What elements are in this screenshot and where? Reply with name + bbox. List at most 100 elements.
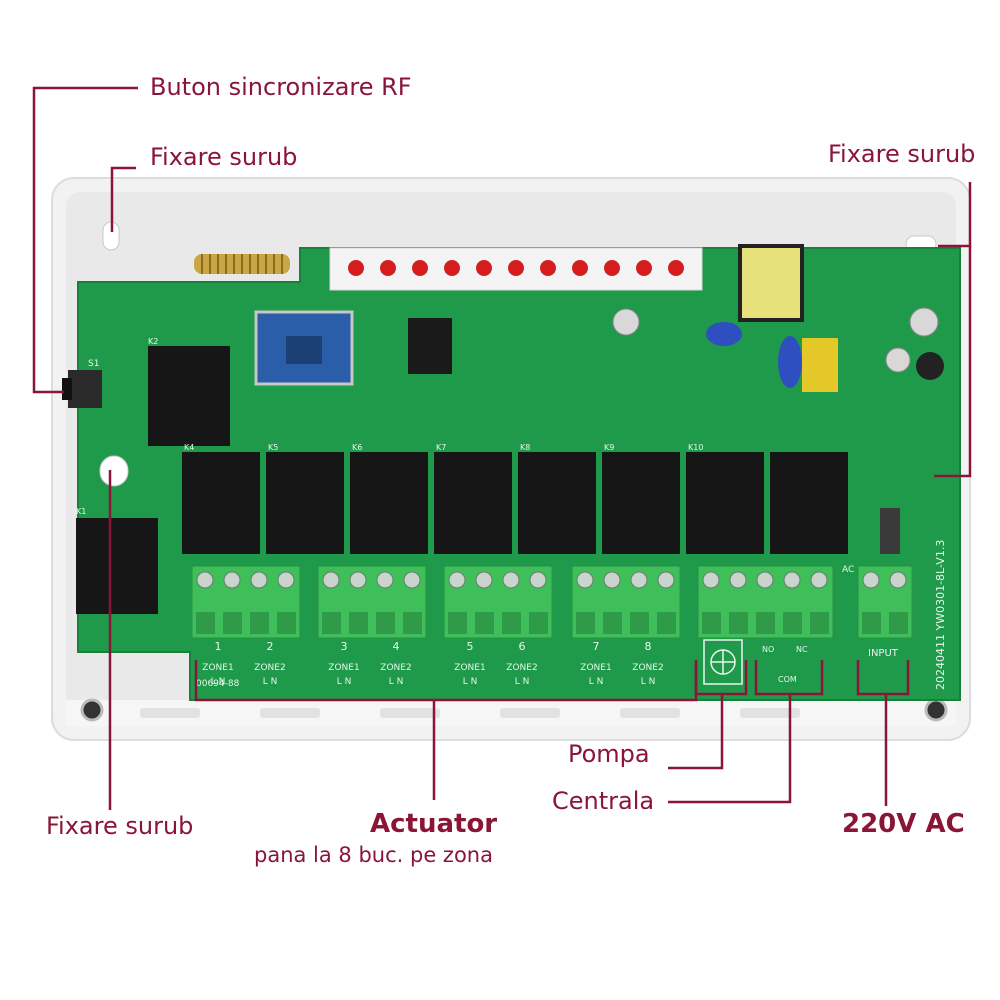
board-model-code: 20240411 YW0301-8L-V1.3: [934, 540, 947, 690]
terminal-socket: [277, 612, 296, 634]
callout-actuator-title: Actuator: [370, 809, 498, 839]
zone-name: ZONE2: [632, 663, 663, 673]
electrolytic-capacitor-3: [885, 347, 911, 373]
terminal-screw: [223, 571, 241, 589]
terminal-socket: [223, 612, 242, 634]
terminal-screw: [810, 571, 828, 589]
screw-hole-bottom-left: [80, 698, 104, 722]
relay-block: K8: [518, 443, 596, 554]
terminal-block: [317, 565, 427, 639]
terminal-socket: [475, 612, 494, 634]
zone-number: 4: [393, 640, 400, 653]
terminal-screw: [729, 571, 747, 589]
led-indicator: [380, 260, 396, 276]
terminal-screw: [862, 571, 880, 589]
led-indicator: [444, 260, 460, 276]
relay-label: K5: [268, 443, 278, 452]
antenna-coil: [194, 254, 290, 274]
callout-screw-top-left: Fixare surub: [150, 143, 298, 171]
input-label: INPUT: [868, 648, 899, 659]
terminal-screw: [783, 571, 801, 589]
rf-sync-button: [62, 370, 102, 408]
led-indicator: [348, 260, 364, 276]
terminal-block: [443, 565, 553, 639]
callout-lines: [32, 86, 972, 810]
zone-name: ZONE1: [202, 663, 233, 673]
terminal-screw: [502, 571, 520, 589]
relay-block: K7: [434, 443, 512, 554]
capacitor-yellow: [802, 338, 838, 392]
led-indicator: [572, 260, 588, 276]
terminal-screw: [349, 571, 367, 589]
terminal-screw: [250, 571, 268, 589]
zone-name: ZONE2: [506, 663, 537, 673]
zone-ln: L N: [263, 677, 278, 687]
callout-screw-top-right: Fixare surub: [828, 140, 976, 168]
relay-label: K4: [184, 443, 194, 452]
terminal-screw: [756, 571, 774, 589]
led-indicator: [604, 260, 620, 276]
callout-rf-sync-button: Buton sincronizare RF: [150, 73, 412, 101]
zone-number: 2: [267, 640, 274, 653]
terminal-screw: [702, 571, 720, 589]
relay-label: K7: [436, 443, 446, 452]
terminal-screw: [448, 571, 466, 589]
led-indicators: [348, 260, 684, 276]
terminal-socket: [403, 612, 422, 634]
terminal-socket: [783, 612, 802, 634]
terminal-socket: [349, 612, 368, 634]
zone-name: ZONE1: [580, 663, 611, 673]
terminal-screw: [475, 571, 493, 589]
electrolytic-capacitor-2: [909, 307, 939, 337]
transformer: [738, 244, 804, 322]
terminal-block: [857, 565, 913, 639]
terminal-screw: [630, 571, 648, 589]
ac-label: AC: [842, 565, 854, 575]
zone-ln: L N: [337, 677, 352, 687]
terminal-socket: [502, 612, 521, 634]
led-indicator: [668, 260, 684, 276]
zone-ln: L N: [389, 677, 404, 687]
zone-number: 8: [645, 640, 652, 653]
pump-icon: [703, 639, 743, 685]
relay-label: K6: [352, 443, 362, 452]
terminal-socket: [889, 612, 908, 634]
terminal-socket: [729, 612, 748, 634]
terminal-screw: [657, 571, 675, 589]
zone-ln: L N: [589, 677, 604, 687]
zone-number: 6: [519, 640, 526, 653]
terminal-screw: [889, 571, 907, 589]
relay-label: K1: [76, 507, 86, 516]
terminal-socket: [376, 612, 395, 634]
com-label: COM: [778, 675, 797, 684]
terminal-screw: [196, 571, 214, 589]
board-part-code: 00694-88: [196, 679, 240, 689]
electrolytic-capacitor: [612, 308, 640, 336]
relay-block: K5: [266, 443, 344, 554]
terminal-screw: [529, 571, 547, 589]
relay-block: K4: [182, 443, 260, 554]
relay-block: K10: [686, 443, 764, 554]
relay-label: K9: [604, 443, 614, 452]
led-indicator: [412, 260, 428, 276]
relay-block-k2: [148, 346, 230, 446]
rf-module: [254, 310, 354, 386]
relay-block: [770, 452, 848, 554]
terminal-socket: [756, 612, 775, 634]
terminal-block: [571, 565, 681, 639]
callout-boiler: Centrala: [552, 787, 655, 815]
relay-block: K9: [602, 443, 680, 554]
zone-name: ZONE1: [328, 663, 359, 673]
terminal-socket: [657, 612, 676, 634]
zone-ln: L N: [211, 677, 226, 687]
terminal-screw: [576, 571, 594, 589]
zone-ln: L N: [463, 677, 478, 687]
terminal-socket: [862, 612, 881, 634]
terminal-socket: [448, 612, 467, 634]
